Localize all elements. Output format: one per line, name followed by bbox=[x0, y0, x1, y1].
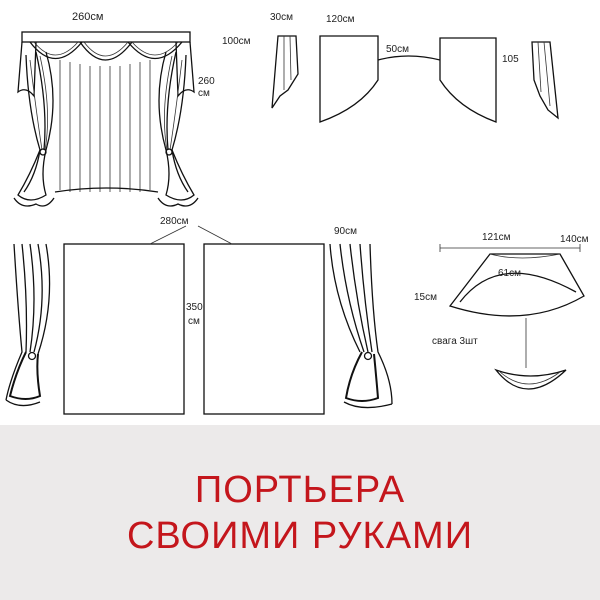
curtain-pattern-diagram: 260см 260 см 30см 100см 120см 50см 105 bbox=[5, 11, 589, 415]
label-swag-bottom: 140см bbox=[560, 234, 589, 245]
title-line-1: ПОРТЬЕРА bbox=[194, 468, 406, 511]
label-panel-height: 105 bbox=[502, 54, 519, 65]
label-height-260-value: 260 bbox=[198, 76, 215, 87]
side-width-line-right bbox=[197, 225, 233, 245]
label-height-260-unit: см bbox=[198, 88, 210, 99]
right-tied-curtain-sketch bbox=[329, 243, 393, 409]
side-panel-right-pattern bbox=[203, 243, 325, 415]
label-jabot-height: 100см bbox=[222, 36, 251, 47]
label-sag: 50см bbox=[386, 44, 409, 55]
swag-panel-left-pattern bbox=[319, 35, 379, 123]
assembled-curtain-sketch bbox=[13, 31, 199, 207]
label-swag-inner: 61см bbox=[498, 268, 521, 279]
label-swag-count: свага 3шт bbox=[432, 336, 478, 347]
title-line-2: СВОИМИ РУКАМИ bbox=[126, 514, 474, 557]
label-swag-drop: 15см bbox=[414, 292, 437, 303]
label-swag-top: 121см bbox=[482, 232, 511, 243]
label-panel-width: 120см bbox=[326, 14, 355, 25]
label-side-height-value: 350 bbox=[186, 302, 203, 313]
jabot-right-pattern bbox=[531, 41, 559, 120]
label-right-curtain-width: 90см bbox=[334, 226, 357, 237]
title-banner: ПОРТЬЕРА СВОИМИ РУКАМИ bbox=[0, 425, 600, 600]
jabot-left-pattern bbox=[271, 35, 299, 109]
left-tied-curtain-sketch bbox=[5, 243, 51, 407]
label-side-height-unit: см bbox=[188, 316, 200, 327]
swag-panel-right-pattern bbox=[439, 37, 497, 123]
label-jabot-width: 30см bbox=[270, 12, 293, 23]
side-panel-left-pattern bbox=[63, 243, 185, 415]
label-width-260: 260см bbox=[72, 11, 103, 23]
sag-line bbox=[377, 55, 441, 61]
swag-pattern bbox=[439, 244, 585, 390]
label-side-width: 280см bbox=[160, 216, 189, 227]
side-width-line-left bbox=[149, 225, 187, 245]
